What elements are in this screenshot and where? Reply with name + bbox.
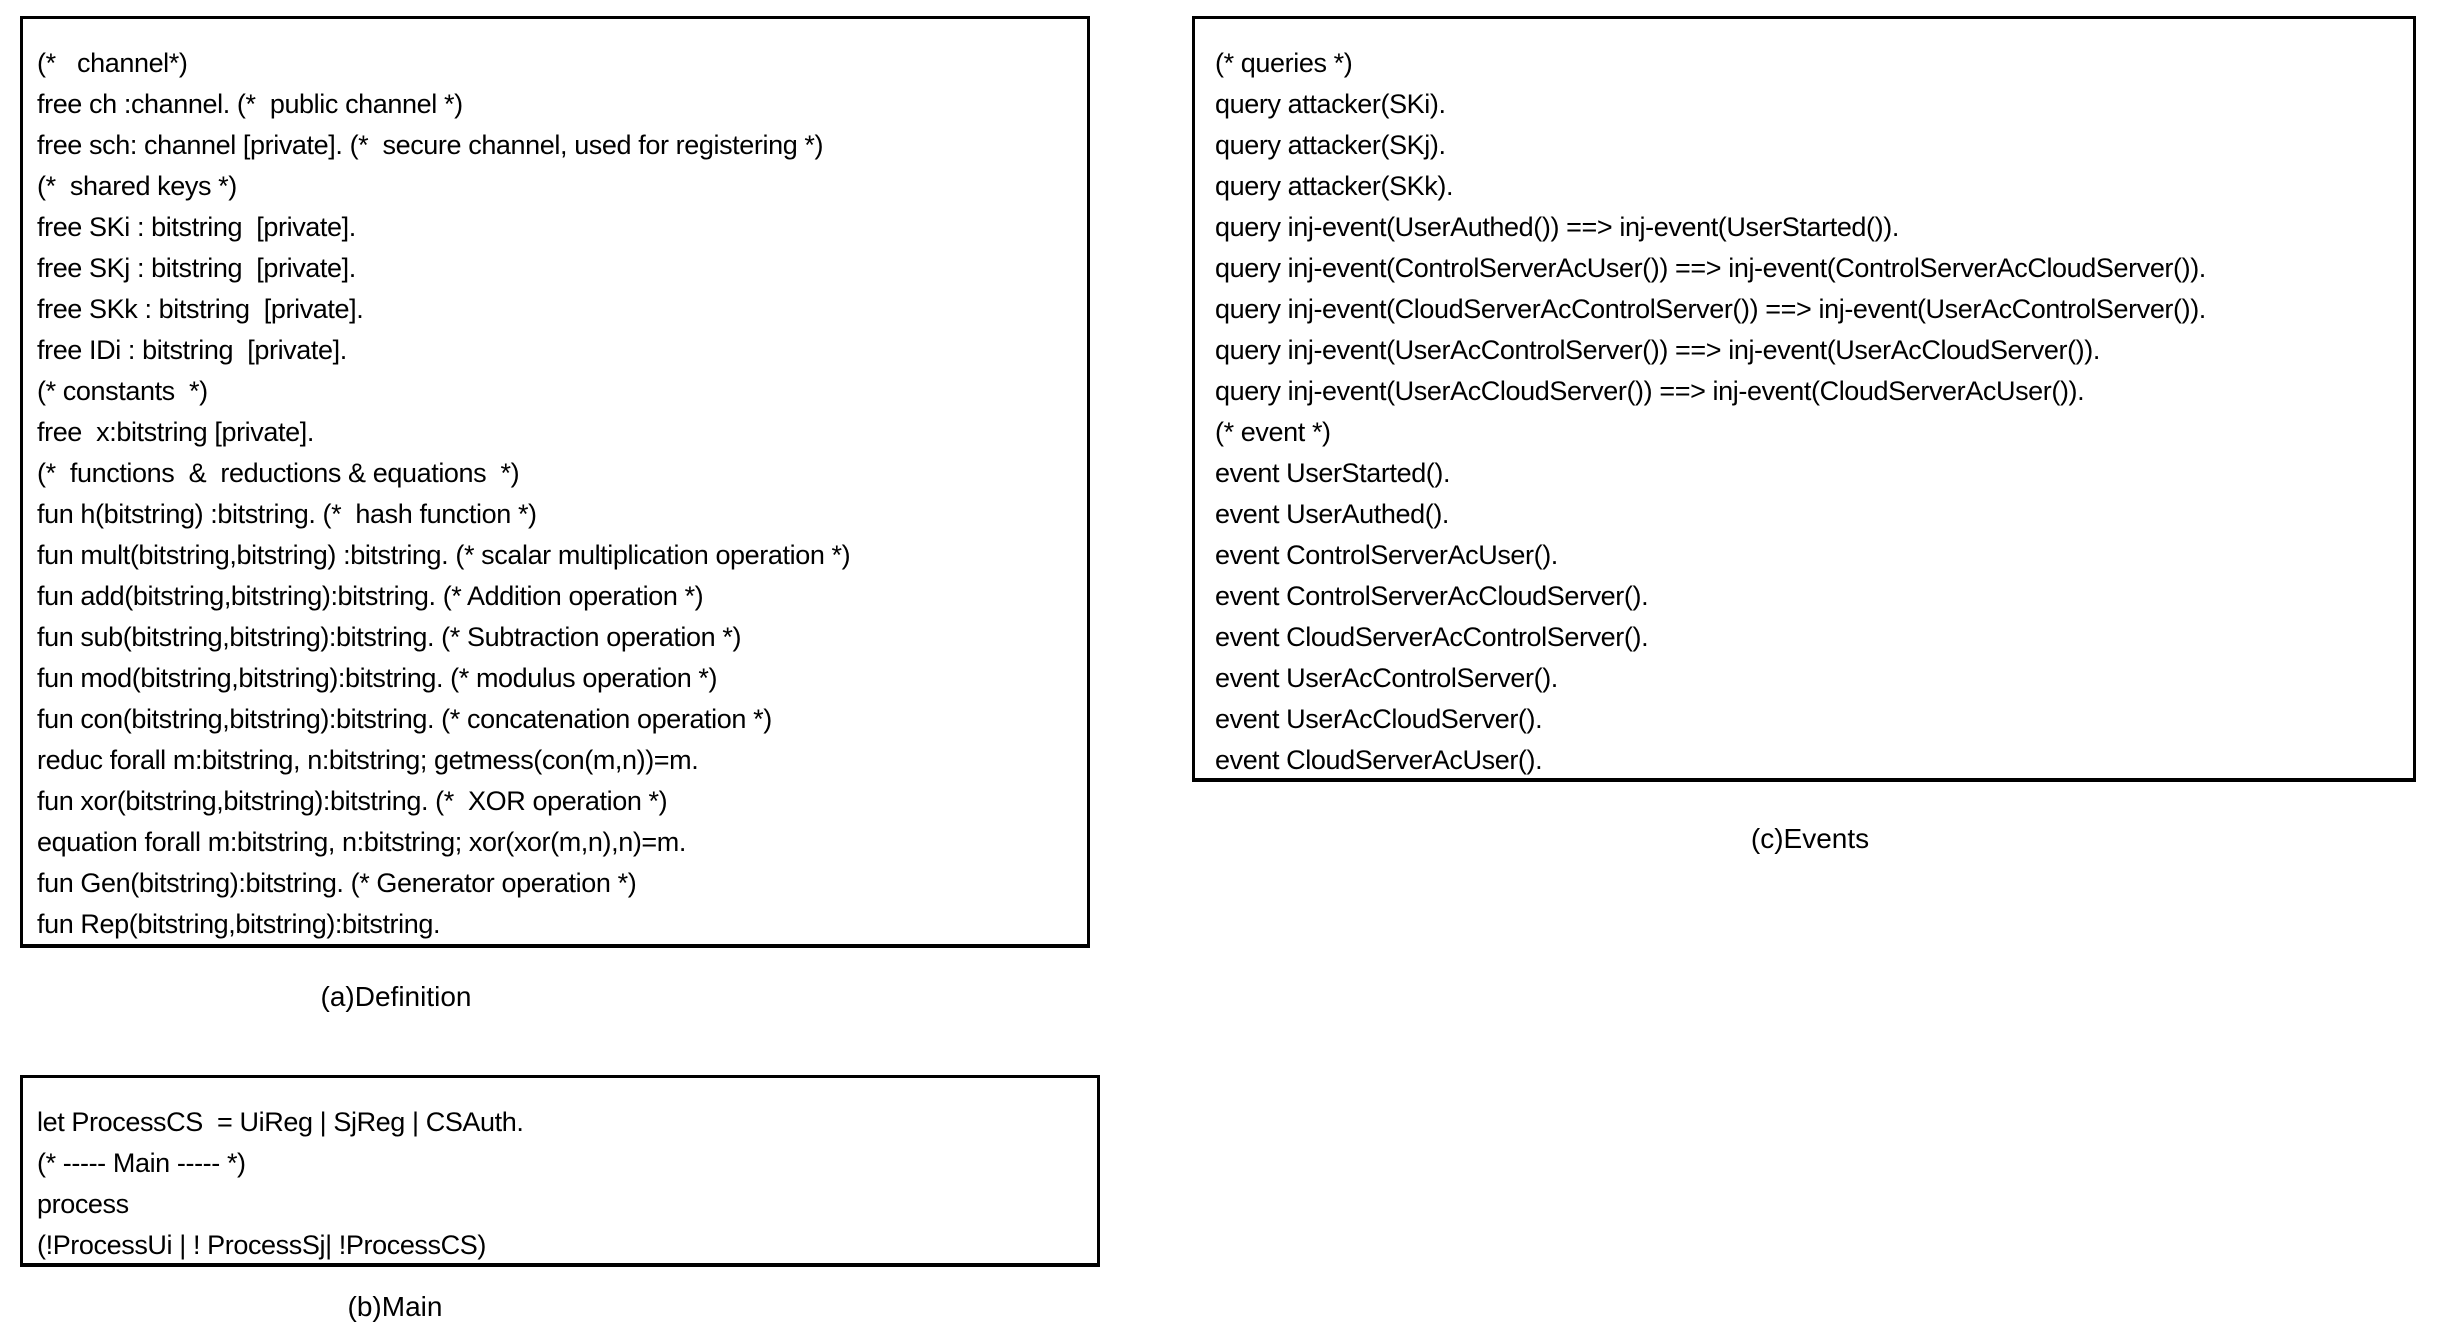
code-line: free sch: channel [private]. (* secure c… xyxy=(37,130,824,160)
code-line: free ch :channel. (* public channel *) xyxy=(37,89,463,119)
code-line: query attacker(SKk). xyxy=(1215,171,1454,201)
code-line: (* queries *) xyxy=(1215,48,1353,78)
main-code-lines: let ProcessCS = UiReg | SjReg | CSAuth. (… xyxy=(37,1102,1097,1266)
code-line: let ProcessCS = UiReg | SjReg | CSAuth. xyxy=(37,1107,524,1137)
code-line: fun mod(bitstring,bitstring):bitstring. … xyxy=(37,663,718,693)
code-line: event UserStarted(). xyxy=(1215,458,1451,488)
code-line: query inj-event(ControlServerAcUser()) =… xyxy=(1215,253,2206,283)
code-line: free SKi : bitstring [private]. xyxy=(37,212,356,242)
code-line: equation forall m:bitstring, n:bitstring… xyxy=(37,827,686,857)
caption-events: (c)Events xyxy=(1750,823,1870,854)
code-line: (* event *) xyxy=(1215,417,1331,447)
definition-code-lines: (* channel*) free ch :channel. (* public … xyxy=(37,43,1087,945)
code-line: query inj-event(UserAuthed()) ==> inj-ev… xyxy=(1215,212,1899,242)
code-line: event UserAcCloudServer(). xyxy=(1215,704,1543,734)
code-line: (* constants *) xyxy=(37,376,208,406)
code-line: free x:bitstring [private]. xyxy=(37,417,314,447)
code-line: event ControlServerAcCloudServer(). xyxy=(1215,581,1649,611)
caption-definition: (a)Definition xyxy=(320,981,472,1012)
code-line: free IDi : bitstring [private]. xyxy=(37,335,347,365)
code-line: event UserAuthed(). xyxy=(1215,499,1450,529)
code-line: (* functions & reductions & equations *) xyxy=(37,458,520,488)
code-line: fun h(bitstring) :bitstring. (* hash fun… xyxy=(37,499,537,529)
code-line: fun Rep(bitstring,bitstring):bitstring. xyxy=(37,909,441,939)
code-line: query attacker(SKj). xyxy=(1215,130,1446,160)
caption-main: (b)Main xyxy=(347,1291,443,1322)
definition-code-panel: (* channel*) free ch :channel. (* public … xyxy=(20,16,1090,948)
code-line: event ControlServerAcUser(). xyxy=(1215,540,1558,570)
code-line: reduc forall m:bitstring, n:bitstring; g… xyxy=(37,745,699,775)
code-line: free SKj : bitstring [private]. xyxy=(37,253,356,283)
code-line: query attacker(SKi). xyxy=(1215,89,1446,119)
code-line: fun xor(bitstring,bitstring):bitstring. … xyxy=(37,786,668,816)
main-code-panel: let ProcessCS = UiReg | SjReg | CSAuth. (… xyxy=(20,1075,1100,1267)
code-line: (* shared keys *) xyxy=(37,171,237,201)
code-line: fun Gen(bitstring):bitstring. (* Generat… xyxy=(37,868,637,898)
code-line: (!ProcessUi | ! ProcessSj| !ProcessCS) xyxy=(37,1230,486,1260)
code-line: event CloudServerAcControlServer(). xyxy=(1215,622,1649,652)
code-line: event UserAcControlServer(). xyxy=(1215,663,1558,693)
code-line: fun sub(bitstring,bitstring):bitstring. … xyxy=(37,622,742,652)
events-code-lines: (* queries *) query attacker(SKi). query a… xyxy=(1215,43,2413,781)
code-line: event CloudServerAcUser(). xyxy=(1215,745,1543,775)
code-line: fun mult(bitstring,bitstring) :bitstring… xyxy=(37,540,851,570)
code-line: fun add(bitstring,bitstring):bitstring. … xyxy=(37,581,704,611)
events-code-panel: (* queries *) query attacker(SKi). query a… xyxy=(1192,16,2416,782)
code-line: (* channel*) xyxy=(37,48,188,78)
code-line: fun con(bitstring,bitstring):bitstring. … xyxy=(37,704,772,734)
code-line: query inj-event(UserAcCloudServer()) ==>… xyxy=(1215,376,2085,406)
code-line: process xyxy=(37,1189,129,1219)
code-line: (* ----- Main ----- *) xyxy=(37,1148,246,1178)
code-line: free SKk : bitstring [private]. xyxy=(37,294,364,324)
code-line: query inj-event(UserAcControlServer()) =… xyxy=(1215,335,2100,365)
code-line: query inj-event(CloudServerAcControlServ… xyxy=(1215,294,2206,324)
